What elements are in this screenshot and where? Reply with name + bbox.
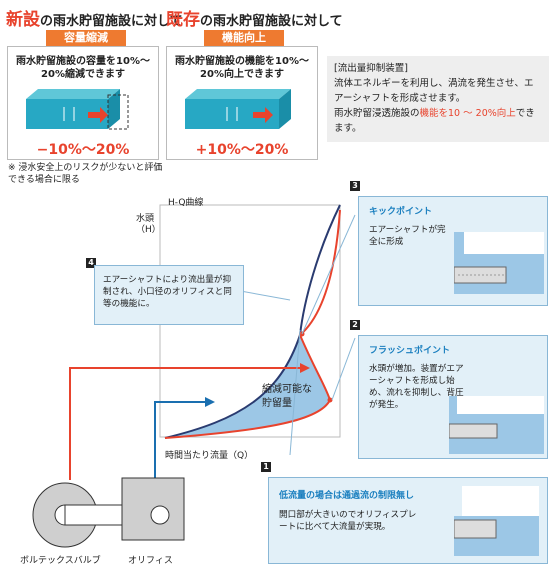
kick-point-illustration — [454, 232, 544, 294]
low-flow-illustration — [454, 486, 539, 556]
existing-facility-text: 雨水貯留施設の機能を10%～20%向上できます — [175, 56, 309, 80]
reducible-storage-area — [165, 335, 330, 438]
red-arrowhead — [300, 363, 310, 373]
low-flow-callout: 低流量の場合は通過流の制限無し 開口部が大きいのでオリフィスプレートに比べて大流… — [268, 477, 548, 564]
new-facility-percent: −10%～20% — [36, 142, 130, 158]
air-shaft-body: エアーシャフトにより流出量が抑制され、小口径のオリフィスと同等の機能に。 — [103, 275, 232, 309]
existing-facility-panel: 雨水貯留施設の機能を10%～20%向上できます +10%～20% — [166, 46, 318, 160]
callout-3-number: 3 — [350, 181, 360, 191]
air-shaft-callout: エアーシャフトにより流出量が抑制され、小口径のオリフィスと同等の機能に。 — [94, 265, 244, 325]
orifice-label: オリフィス — [128, 556, 173, 566]
device-line2: 雨水貯留浸透施設の機能を10 ～ 20%向上できます。 — [334, 108, 535, 134]
kick-point-title: キックポイント — [369, 207, 433, 217]
flush-point-body: 水頭が増加。装置がエアーシャフトを形成し始め、流れを抑制し、背圧が発生。 — [369, 364, 464, 410]
callout-2-number: 2 — [350, 320, 360, 330]
vortex-flow-line — [69, 367, 300, 480]
new-facility-text: 雨水貯留施設の容量を10%～20%縮減できます — [16, 56, 150, 80]
safety-note: ※ 浸水安全上のリスクが少ないと評価できる場合に限る — [8, 163, 163, 185]
device-description-box: [流出量抑制装置] 流体エネルギーを利用し、渦流を発生させ、エアーシャフトを形成… — [327, 56, 549, 142]
x-axis-label: 時間当たり流量（Q） — [165, 451, 254, 461]
low-flow-title: 低流量の場合は通過流の制限無し — [279, 491, 415, 501]
tank-improved-illustration — [185, 89, 291, 129]
kick-point-body: エアーシャフトが完全に形成 — [369, 225, 446, 247]
existing-facility-percent: +10%～20% — [195, 142, 289, 158]
chart-title: H-Q曲線 — [168, 198, 204, 208]
orifice-flow-line — [154, 401, 205, 500]
new-facility-title: 新設の雨水貯留施設に対して — [6, 10, 183, 30]
existing-facility-title: 既存の雨水貯留施設に対して — [166, 10, 343, 30]
reducible-area-label: 縮減可能な貯留量 — [262, 384, 312, 409]
blue-arrowhead — [205, 397, 215, 407]
callout-4-number: 4 — [86, 258, 96, 268]
low-flow-body: 開口部が大きいのでオリフィスプレートに比べて大流量が実現。 — [279, 510, 417, 532]
callout-1-number: 1 — [261, 462, 271, 472]
flush-point-callout: フラッシュポイント 水頭が増加。装置がエアーシャフトを形成し始め、流れを抑制し、… — [358, 335, 548, 459]
flush-point-illustration — [449, 396, 544, 454]
flush-point-dot — [327, 397, 333, 403]
kick-point-callout: キックポイント エアーシャフトが完全に形成 — [358, 196, 548, 306]
y-axis-label: 水頭（H） — [136, 214, 161, 235]
new-facility-panel: 雨水貯留施設の容量を10%～20%縮減できます −10%～20% — [7, 46, 159, 160]
hq-curve-red — [164, 209, 341, 439]
device-heading: [流出量抑制装置] — [334, 63, 408, 74]
device-line1: 流体エネルギーを利用し、渦流を発生させ、エアーシャフトを形成させます。 — [334, 78, 534, 104]
capacity-reduction-tag: 容量縮減 — [46, 30, 126, 46]
function-improve-tag: 機能向上 — [204, 30, 284, 46]
flush-point-title: フラッシュポイント — [369, 346, 451, 356]
vortex-valve-label: ボルテックスバルブ — [20, 556, 101, 566]
tank-reduced-illustration — [26, 89, 129, 130]
